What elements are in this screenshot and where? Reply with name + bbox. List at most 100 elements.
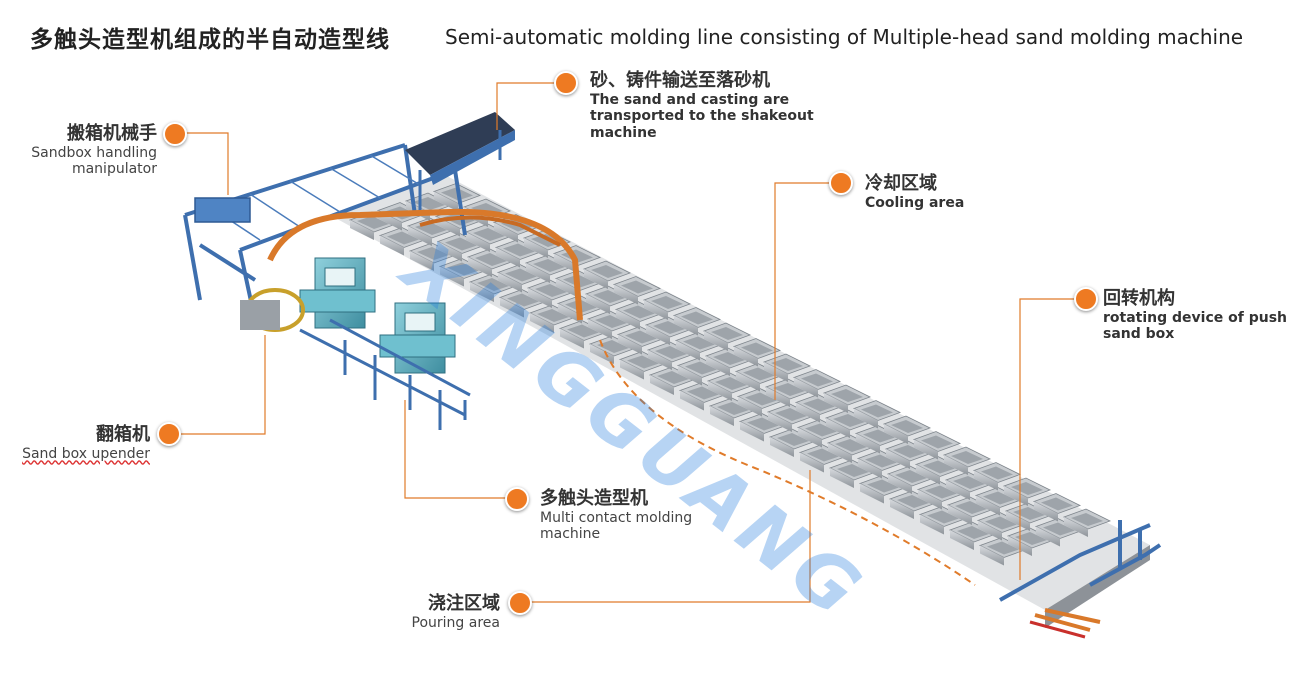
sand-flask-cavity <box>445 237 477 251</box>
sand-flask-side <box>500 297 524 318</box>
sand-flask-side <box>974 470 998 491</box>
sand-flask-side <box>706 356 730 376</box>
sand-flask-side <box>616 309 640 330</box>
callout-marker-conveyor <box>554 71 578 95</box>
sand-flask-cavity <box>597 340 629 353</box>
sand-flask-cavity <box>417 247 449 260</box>
sand-flask-side <box>674 315 698 336</box>
manipulator-label-cn: 搬箱机械手 <box>67 123 157 144</box>
cooling-label-en: Cooling area <box>865 194 965 211</box>
sand-flask-cavity <box>591 265 623 278</box>
conveyor-label-en-1: The sand and casting are <box>590 91 790 108</box>
sand-flask-side <box>434 191 458 212</box>
sand-flask-side <box>770 437 794 457</box>
sand-flask-side <box>410 251 434 271</box>
sand-flask-cavity <box>745 392 777 406</box>
sand-flask-cavity <box>713 352 745 365</box>
sand-flask-cavity <box>983 491 1015 505</box>
pouring-label-cn: 浇注区域 <box>428 593 500 614</box>
sand-flask-cavity <box>831 389 863 402</box>
page-title-cn: 多触头造型机组成的半自动造型线 <box>30 27 390 53</box>
sand-flask-cavity <box>681 311 713 325</box>
sand-flask-cavity <box>835 439 867 452</box>
sand-flask-side <box>590 344 614 364</box>
sand-flask-side <box>584 269 608 289</box>
rotating-label-cn: 回转机构 <box>1103 288 1175 309</box>
sand-flask-cavity <box>953 476 985 489</box>
sand-flask-cavity <box>387 231 419 245</box>
callout-marker-manipulator <box>163 122 187 146</box>
sand-flask-cavity <box>805 423 837 437</box>
conveyor-label-en-2: transported to the shakeout <box>590 108 814 125</box>
rotating-label-en-2: sand box <box>1103 326 1175 343</box>
sand-flask-side <box>794 377 818 398</box>
sand-flask-side <box>944 455 968 475</box>
sand-flask-side <box>708 381 732 401</box>
sand-flask-side <box>494 222 518 243</box>
sand-flask-side <box>470 282 494 302</box>
manipulator-label-en-2: manipulator <box>71 161 157 178</box>
sand-flask-side <box>766 387 790 407</box>
callout-cooling: 冷却区域 Cooling area <box>865 173 964 211</box>
box-upender <box>240 288 305 332</box>
pouring-label-en: Pouring area <box>411 614 500 631</box>
sand-flask-side <box>586 294 610 314</box>
sand-flask-side <box>466 232 490 252</box>
callout-molding: 多触头造型机 Multi contact molding machine <box>540 488 692 543</box>
sand-flask-cavity <box>715 377 747 390</box>
sand-flask-side <box>618 334 642 355</box>
conveyor-label-en-3: machine <box>590 125 657 142</box>
callout-marker-cooling <box>829 171 853 195</box>
sand-flask-side <box>828 443 852 463</box>
molding-label-cn: 多触头造型机 <box>540 488 648 509</box>
callout-marker-rotating <box>1074 287 1098 311</box>
sand-flask-side <box>800 452 824 473</box>
sand-flask-side <box>950 530 974 550</box>
sand-flask-side <box>528 288 552 308</box>
sand-flask-side <box>498 272 522 293</box>
sand-flask-cavity <box>537 309 569 322</box>
sand-flask-side <box>496 247 520 268</box>
sand-flask-side <box>920 514 944 535</box>
rotating-label-en-1: rotating device of push <box>1103 309 1287 326</box>
sand-flask-cavity <box>505 268 537 282</box>
sand-flask-rows <box>348 183 1112 566</box>
overhead-pipe-2 <box>419 215 561 247</box>
sand-flask-side <box>440 266 464 287</box>
sand-flask-side <box>886 449 910 469</box>
sand-flask-side <box>980 545 1004 566</box>
sand-flask-cavity <box>861 404 893 418</box>
page-title-en: Semi-automatic molding line consisting o… <box>445 25 1244 49</box>
pouring-path <box>599 339 976 586</box>
sand-flask-cavity <box>801 373 833 387</box>
sand-flask-cavity <box>743 367 775 381</box>
sand-flask-side <box>438 241 462 262</box>
sand-flask-cavity <box>987 541 1019 555</box>
sand-flask-cavity <box>895 470 927 483</box>
sand-flask-cavity <box>477 278 509 291</box>
molding-machine-2 <box>379 302 456 374</box>
sand-flask-side <box>1064 517 1088 537</box>
sand-flask-side <box>858 458 882 479</box>
sand-flask-cavity <box>773 383 805 396</box>
sand-flask-side <box>380 235 404 256</box>
sand-flask-side <box>856 433 880 454</box>
push-cylinders <box>1034 608 1101 632</box>
sand-flask-cavity <box>535 284 567 297</box>
sand-flask-cavity <box>807 448 839 462</box>
sand-flask-cavity <box>777 433 809 446</box>
sand-flask-side <box>914 439 938 460</box>
sand-flask-side <box>946 480 970 500</box>
sand-flask-side <box>646 325 670 345</box>
sand-flask-side <box>710 406 734 426</box>
callout-upender: 翻箱机 Sand box upender <box>22 424 150 462</box>
sand-flask-side <box>768 412 792 432</box>
sand-flask-side <box>1034 501 1058 522</box>
sand-flask-side <box>824 393 848 413</box>
sand-flask-cavity <box>1013 507 1045 520</box>
sand-flask-cavity <box>621 280 653 294</box>
sand-flask-side <box>614 284 638 305</box>
sand-flask-side <box>678 365 702 386</box>
sand-flask-side <box>976 495 1000 516</box>
